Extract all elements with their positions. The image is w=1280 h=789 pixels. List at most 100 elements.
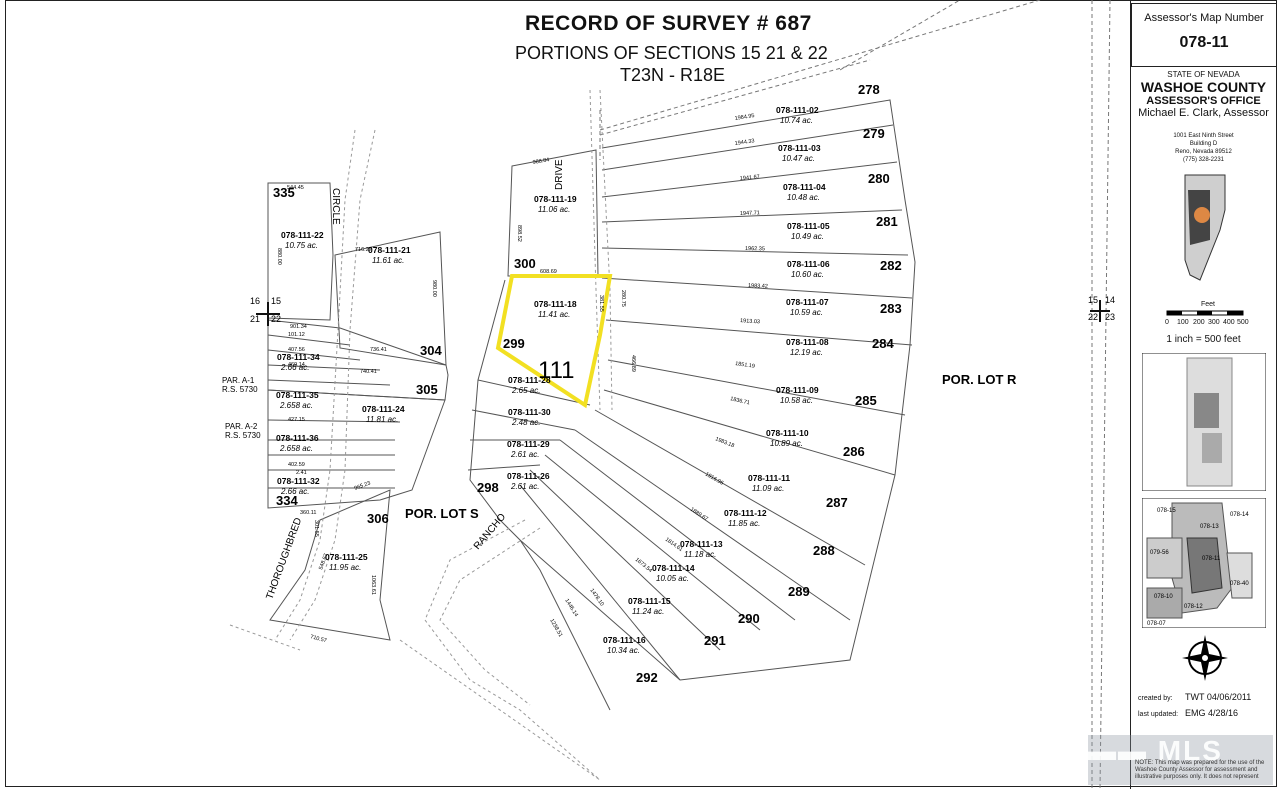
lot-number-label: 291 [704,633,726,648]
dimension-label: 710.57 [309,634,327,644]
parcel-acreage-label: 11.61 ac. [372,256,404,265]
corner-nw: 15 [1088,295,1098,305]
address-line: Reno, Nevada 89512 [1175,149,1232,155]
road-lines [229,89,613,781]
dimension-label: 402.59 [288,462,305,468]
parcel-acreage-label: 12.19 ac. [790,348,823,357]
parcel-apn-label: 078-111-32 [277,476,320,486]
parcel-apn-label: 078-111-09 [776,385,819,395]
par-a1-name: PAR. A-1 [222,376,255,385]
scale-tick: 100 [1177,319,1189,326]
dimension-label: 880.00 [276,248,282,265]
dimension-label: 1962.35 [745,246,765,252]
map-number-label: Assessor's Map Number [1144,12,1264,24]
dimension-label: 381.55 [598,295,604,312]
parcel-apn-label: 078-111-03 [778,143,821,153]
parcel-apn-label: 078-111-21 [368,245,411,255]
corner-se: 22 [271,314,281,324]
locator-map [1142,353,1266,491]
county-label: WASHOE COUNTY [1140,79,1267,95]
par-labels: PAR. A-1 R.S. 5730 PAR. A-2 R.S. 5730 [222,376,261,440]
map-number: 078-11 [1179,34,1229,51]
lot-number-label: 280 [868,171,890,186]
lot-number-label: 282 [880,258,902,273]
par-a2-name: PAR. A-2 [225,422,258,431]
parcel-acreage-label: 2.66 ac. [280,363,309,372]
dimension-label: 1947.71 [740,210,760,217]
lot-label-r: POR. LOT R [942,372,1017,387]
lot-number-labels: 2782792802812822832842852862872882892902… [273,82,902,685]
dimension-label: 466.89 [630,355,636,372]
parcel-acreage-label: 11.95 ac. [329,563,361,572]
parcel-acreage-label: 11.24 ac. [632,607,664,616]
index-label: 078-14 [1230,512,1249,518]
watermark-overlay [1088,735,1273,785]
state-label: STATE OF NEVADA [1167,70,1240,79]
lot-number-label: 304 [420,343,442,358]
address-line: 1001 East Ninth Street [1173,133,1234,139]
parcel-apn-label: 078-111-15 [628,596,671,606]
index-label: 079-56 [1150,550,1169,556]
map-subtitle: PORTIONS OF SECTIONS 15 21 & 22 [515,43,828,63]
parcel-apn-label: 078-111-22 [281,230,324,240]
parcel-acreage-label: 2.65 ac. [511,386,540,395]
nevada-state-icon [1184,174,1226,281]
dimension-label: 736.41 [370,347,387,353]
lot-number-label: 288 [813,543,835,558]
parcel-apn-label: 078-111-13 [680,539,723,549]
map-title: RECORD OF SURVEY # 687 [525,12,812,35]
last-updated-label: last updated: [1138,711,1179,718]
parcel-acreage-label: 10.05 ac. [656,574,689,583]
created-by-label: created by: [1138,695,1173,702]
scale-tick: 200 [1193,319,1205,326]
dimension-label: 1889.67 [689,507,709,523]
lot-number-label: 306 [367,511,389,526]
scale-unit: Feet [1201,301,1216,308]
road-label-thoroughbred: THOROUGHBRED [264,516,304,601]
index-label: 078-11 [1202,556,1221,562]
lot-number-label: 335 [273,185,295,200]
dimension-label: 1238.51 [548,618,563,638]
map-number-box: Assessor's Map Number 078-11 [1131,3,1277,67]
parcel-apn-label: 078-111-04 [783,182,826,192]
dimension-label: 360.11 [300,510,316,516]
assessor-office-block: STATE OF NEVADA WASHOE COUNTY ASSESSOR'S… [1131,70,1276,119]
dimension-label: 301.55 [313,520,319,537]
township-range: T23N - R18E [620,65,726,85]
address-line: Building D [1189,141,1218,147]
parcel-acreage-label: 10.58 ac. [780,396,813,405]
parcel-acreage-label: 11.85 ac. [728,519,760,528]
par-a2-ref: R.S. 5730 [225,431,261,440]
parcel-apn-label: 078-111-05 [787,221,830,231]
highlighted-parcel[interactable] [495,274,613,409]
dimension-label: 1478.10 [588,588,604,608]
par-a1-ref: R.S. 5730 [222,385,258,394]
parcel-apn-label: 078-111-07 [786,297,829,307]
index-label: 078-10 [1154,594,1173,600]
parcel-acreage-label: 10.75 ac. [285,241,318,250]
lot-number-label: 298 [477,480,499,495]
index-label: 078-13 [1200,524,1219,530]
corner-ne: 14 [1105,295,1115,305]
dimension-label: 1983.42 [748,283,768,290]
parcel-acreage-label: 2.658 ac. [279,401,313,410]
corner-se: 23 [1105,312,1115,322]
scale-tick: 400 [1223,319,1235,326]
parcel-apn-label: 078-111-08 [786,337,829,347]
parcel-apn-label: 078-111-16 [603,635,646,645]
road-label-circle: CIRCLE [330,188,341,225]
corner-ne: 15 [271,296,281,306]
lot-number-label: 300 [514,256,536,271]
parcel-acreage-label: 10.60 ac. [791,270,824,279]
scale-graphic [1166,310,1244,316]
lot-number-label: 289 [788,584,810,599]
parcel-acreage-label: 10.59 ac. [790,308,823,317]
parcel-acreage-label: 11.06 ac. [538,205,570,214]
dimension-label: 548.67 [318,553,329,571]
lot-number-label: 278 [858,82,880,97]
scale-tick: 300 [1208,319,1220,326]
corner-nw: 16 [250,296,260,306]
parcel-acreage-label: 11.09 ac. [752,484,784,493]
parcel-apn-label: 078-111-24 [362,404,405,414]
